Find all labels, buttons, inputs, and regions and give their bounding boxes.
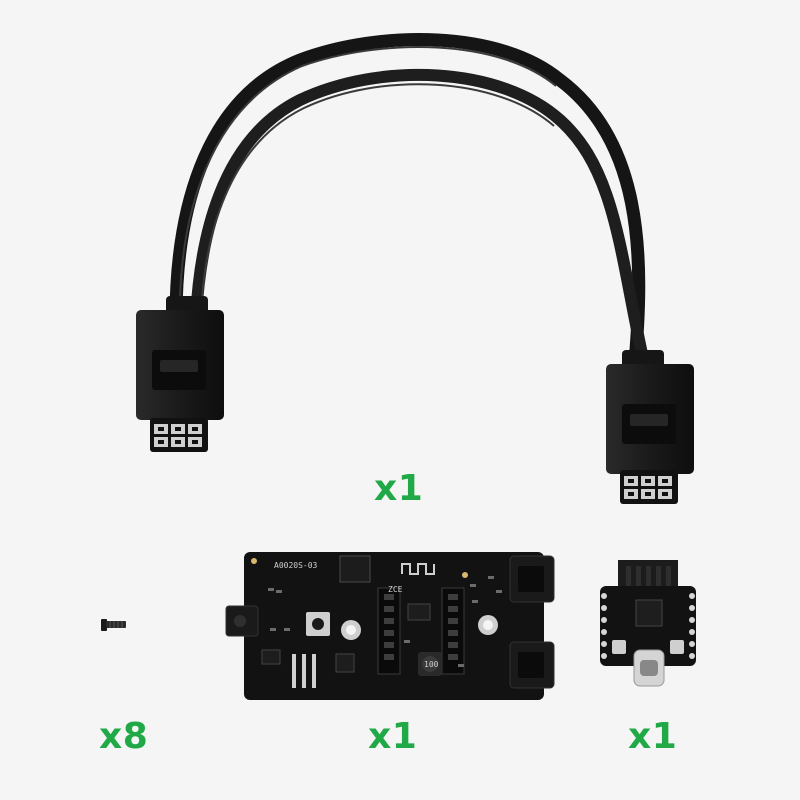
cable-connector-right bbox=[606, 364, 694, 504]
cable-highlight bbox=[179, 46, 557, 301]
mcu-quantity: x1 bbox=[628, 716, 678, 757]
ic-chip bbox=[407, 603, 431, 621]
screw bbox=[101, 619, 126, 631]
board-part-code: A0020S-03 bbox=[274, 561, 318, 570]
fan-connectors bbox=[509, 555, 555, 689]
castellated-pads bbox=[601, 593, 695, 659]
pcie-cable bbox=[136, 33, 694, 504]
screw-quantity: x8 bbox=[99, 716, 149, 757]
wifi-antenna-trace bbox=[401, 563, 435, 575]
cable-inner-strand bbox=[190, 68, 652, 378]
header-pins bbox=[292, 654, 316, 688]
board-quantity: x1 bbox=[368, 716, 418, 757]
cable-outer-strand bbox=[169, 33, 646, 379]
inductor-code: 100 bbox=[424, 660, 439, 669]
boot-button bbox=[612, 640, 626, 654]
connector-pins-right bbox=[624, 476, 672, 499]
board-logo: ZCE bbox=[388, 585, 403, 594]
cable-highlight-2 bbox=[201, 83, 555, 301]
ic-chip bbox=[335, 653, 355, 673]
board-pad bbox=[339, 555, 371, 583]
connector-pins-left bbox=[154, 424, 202, 447]
ic-chip bbox=[261, 649, 281, 665]
controller-board: A0020S-03 ZCE 100 bbox=[225, 552, 555, 700]
cable-quantity: x1 bbox=[374, 468, 424, 509]
pin-headers bbox=[377, 587, 465, 675]
reset-button-mcu bbox=[670, 640, 684, 654]
mcu-chip bbox=[635, 599, 663, 627]
cable-connector-left bbox=[136, 310, 224, 452]
mcu-module bbox=[600, 560, 696, 687]
